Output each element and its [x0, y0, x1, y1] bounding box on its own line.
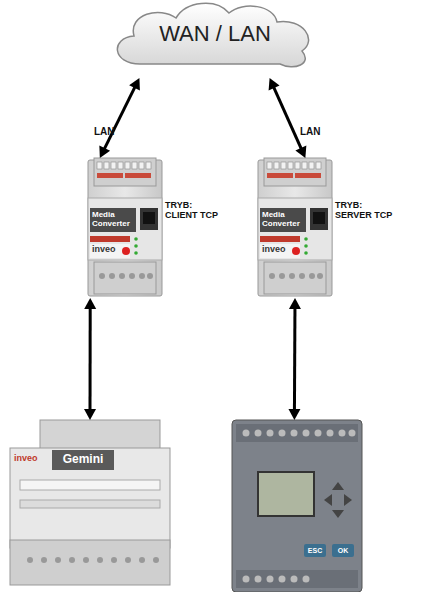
cloud-label: WAN / LAN: [110, 22, 320, 46]
connector-arrow: [99, 78, 140, 158]
arrow-head: [129, 78, 140, 91]
device-name: Media Converter: [92, 211, 134, 229]
arrow-head: [295, 146, 306, 158]
arrow-head: [99, 145, 110, 158]
plc-controller: ESC OK: [232, 420, 362, 592]
button-label: OK: [332, 547, 354, 555]
connector-arrow: [269, 78, 307, 158]
connector-line: [103, 85, 135, 151]
media-converter: Media Converter inveo: [88, 158, 162, 298]
brand-name: inveo: [262, 245, 294, 255]
connector-line: [293, 306, 297, 412]
network-cloud: WAN / LAN: [110, 0, 320, 78]
connector-line: [89, 306, 92, 412]
mode-label: TRYB: SERVER TCP: [335, 200, 395, 221]
mode-label: TRYB: CLIENT TCP: [165, 200, 225, 221]
brand-name: inveo: [92, 245, 124, 255]
connector-arrow: [84, 298, 96, 420]
gemini-controller: inveoGemini: [10, 420, 170, 585]
arrow-head: [288, 409, 300, 420]
arrow-head: [84, 409, 96, 420]
connector-line: [273, 85, 302, 150]
connector-arrow: [288, 298, 300, 420]
arrow-head: [289, 298, 301, 309]
button-label: ESC: [304, 547, 326, 555]
link-label: LAN: [300, 126, 321, 138]
device-name: Media Converter: [262, 211, 304, 229]
arrow-head: [84, 298, 96, 309]
brand-name: inveo: [14, 454, 50, 464]
arrow-head: [269, 78, 280, 90]
device-name: Gemini: [52, 453, 114, 466]
media-converter: Media Converter inveo: [258, 158, 332, 298]
link-label: LAN: [94, 126, 115, 138]
